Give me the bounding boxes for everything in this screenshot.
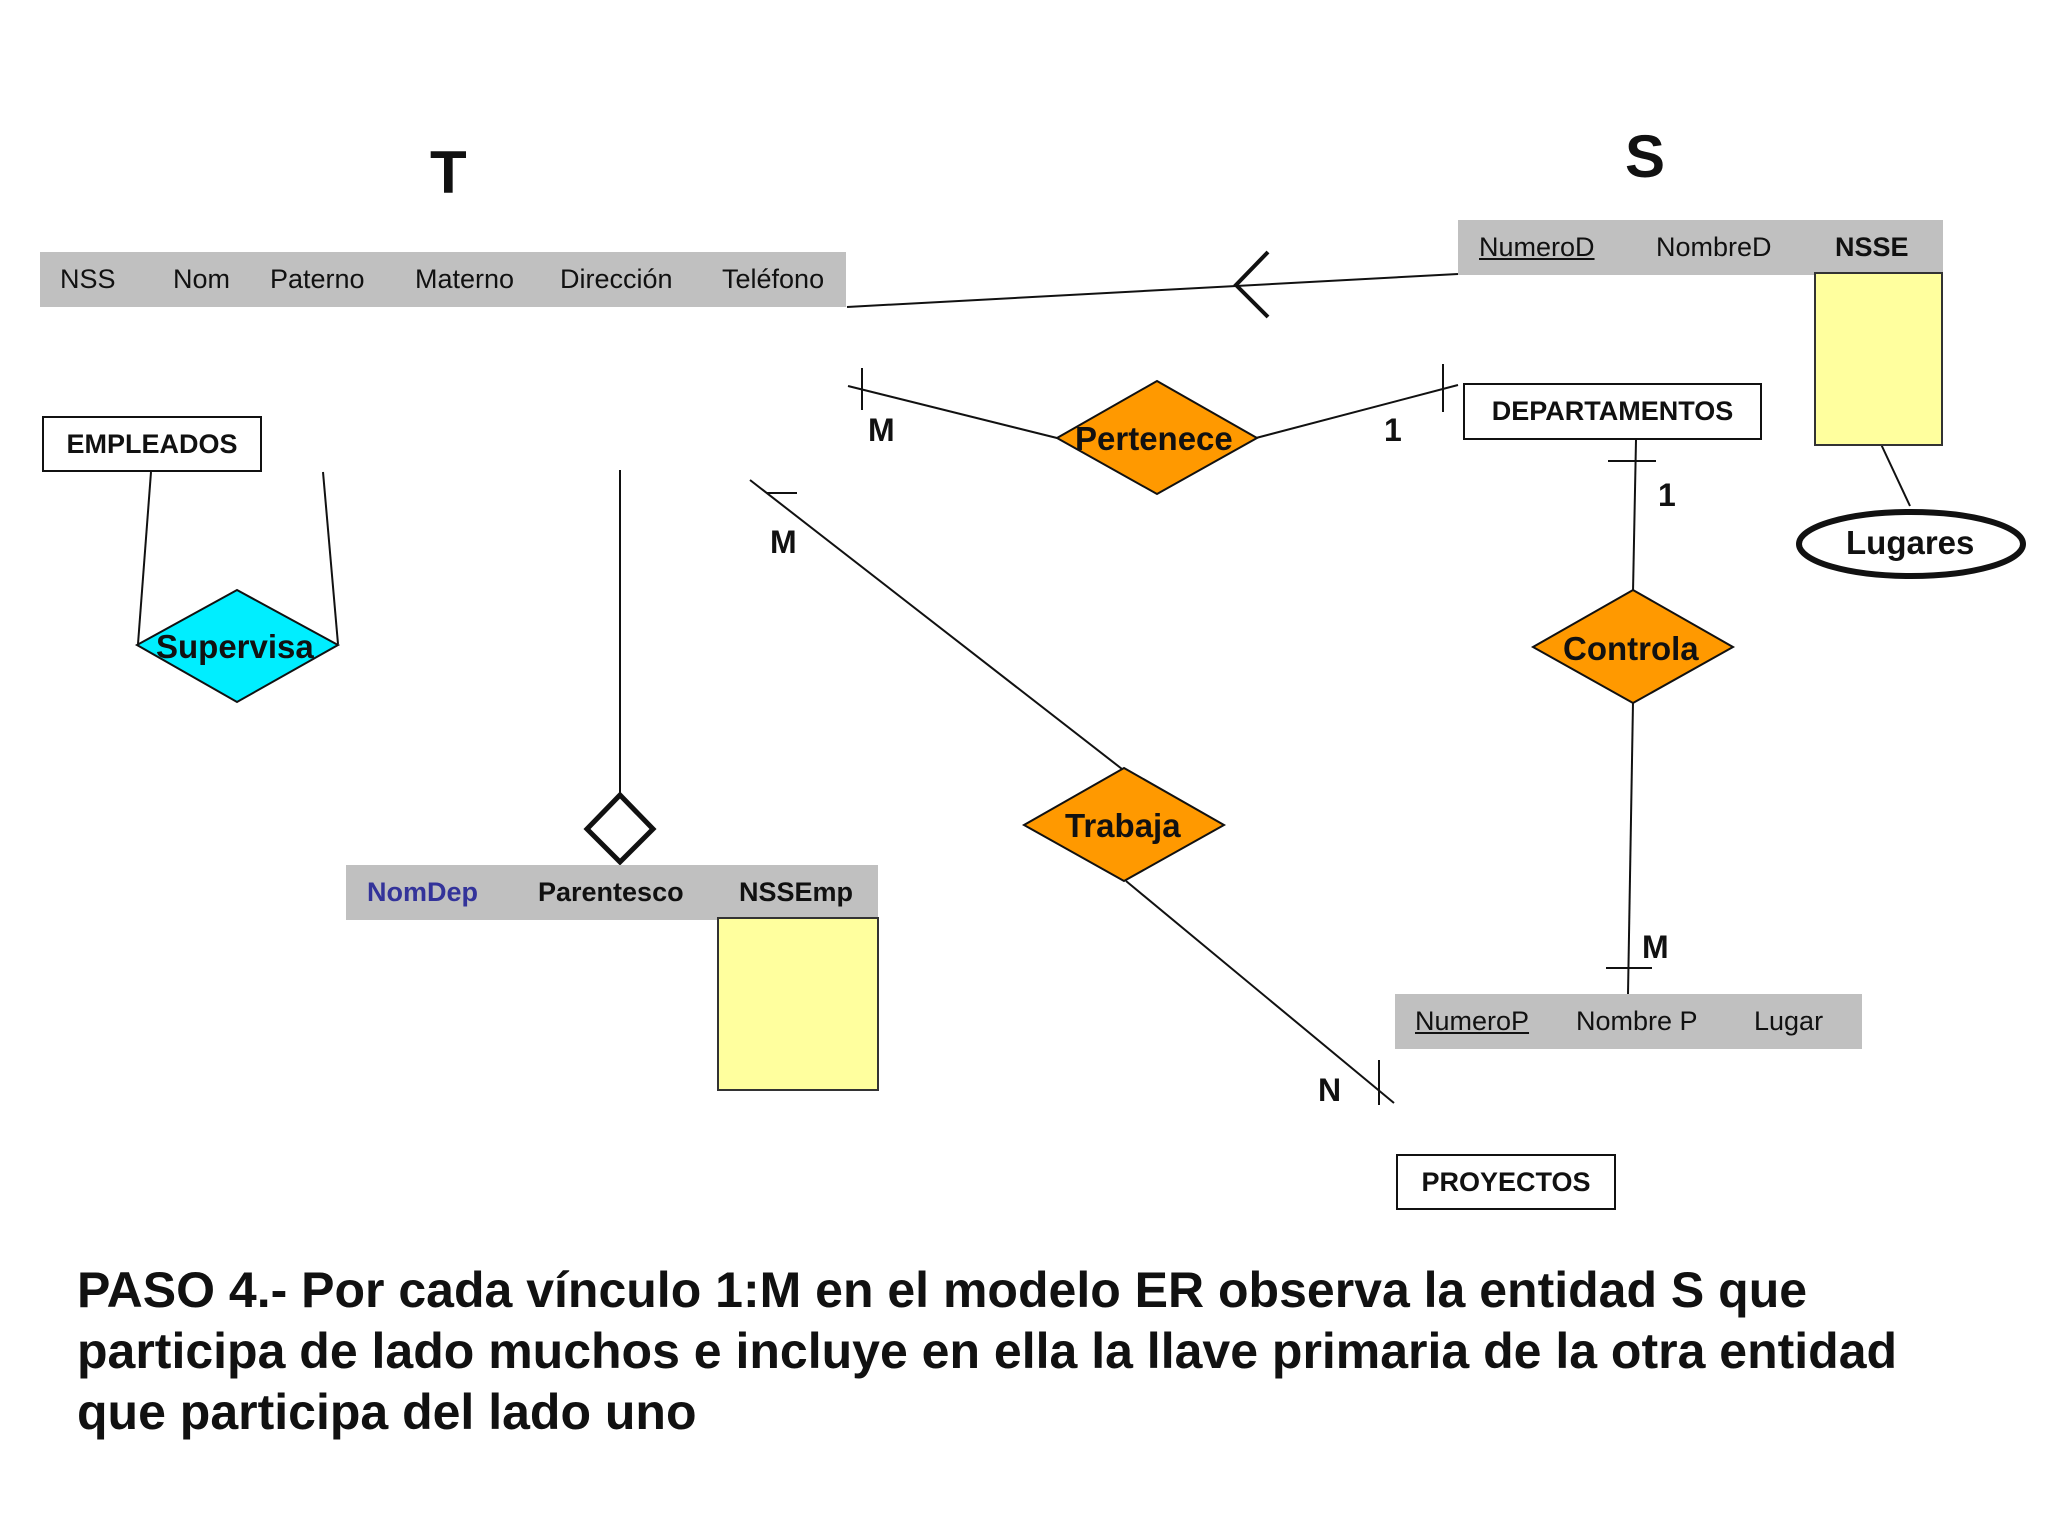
caption-text: PASO 4.- Por cada vínculo 1:M en el mode… <box>77 1262 1898 1440</box>
attr-nss: NSS <box>60 264 116 294</box>
supervisa-diamond <box>134 588 341 704</box>
attr-numerod: NumeroD <box>1479 232 1595 262</box>
supervisa-label: Supervisa <box>156 628 314 665</box>
controla-label: Controla <box>1563 630 1699 667</box>
attr-parentesco: Parentesco <box>538 877 684 907</box>
attr-nomdep: NomDep <box>367 877 479 907</box>
controla-card-1: 1 <box>1658 477 1676 513</box>
attr-materno: Materno <box>415 264 515 294</box>
attr-nssemp: NSSEmp <box>739 877 854 907</box>
attr-nombrep: Nombre P <box>1576 1006 1698 1036</box>
attr-direccion: Dirección <box>560 264 673 294</box>
trabaja-label: Trabaja <box>1065 807 1181 844</box>
weak-entity-diamond <box>583 791 657 866</box>
empleados-departamentos-line <box>846 273 1459 308</box>
attr-paterno: Paterno <box>270 264 365 294</box>
title-s: S <box>1625 123 1666 190</box>
nssemp-yellow-box <box>717 917 879 1091</box>
attr-nom: Nom <box>173 264 231 294</box>
pertenece-right-line <box>1255 384 1459 439</box>
title-t: T <box>430 139 467 206</box>
entity-empleados: EMPLEADOS <box>42 416 262 472</box>
attr-telefono: Teléfono <box>722 264 825 294</box>
controla-top-line <box>1632 439 1637 593</box>
trabaja-bottom-line <box>1125 880 1395 1104</box>
nsse-yellow-box <box>1814 272 1943 446</box>
empleados-attribute-bar: NSS Nom Paterno Materno Dirección Teléfo… <box>40 252 846 307</box>
controla-diamond <box>1530 588 1736 705</box>
trabaja-top-line <box>749 479 1123 770</box>
attr-nombred: NombreD <box>1656 232 1772 262</box>
crow-foot-arrow <box>1233 250 1270 319</box>
dependientes-attribute-bar: NomDep Parentesco NSSEmp <box>346 865 878 920</box>
pertenece-card-m: M <box>868 412 895 448</box>
departamentos-attribute-bar: NumeroD NombreD NSSE <box>1458 220 1943 275</box>
controla-bottom-line <box>1627 701 1634 995</box>
proyectos-attribute-bar: NumeroP Nombre P Lugar <box>1395 994 1862 1049</box>
attr-numerop: NumeroP <box>1415 1006 1530 1036</box>
pertenece-card-1: 1 <box>1384 412 1402 448</box>
attr-nsse: NSSE <box>1835 232 1909 262</box>
controla-card-m: M <box>1642 929 1669 965</box>
entity-departamentos: DEPARTAMENTOS <box>1463 383 1762 440</box>
attr-lugar: Lugar <box>1754 1006 1824 1036</box>
trabaja-diamond <box>1021 766 1227 883</box>
lugares-label: Lugares <box>1846 524 1975 561</box>
pertenece-left-line <box>847 385 1058 439</box>
supervisa-right-line <box>322 471 339 645</box>
pertenece-diamond <box>1054 379 1260 496</box>
trabaja-card-m: M <box>770 524 797 560</box>
entity-proyectos: PROYECTOS <box>1396 1154 1616 1210</box>
lugares-ellipse <box>1796 509 2026 579</box>
trabaja-card-n: N <box>1318 1072 1342 1108</box>
supervisa-left-line <box>137 471 152 645</box>
pertenece-label: Pertenece <box>1075 420 1233 457</box>
lugares-line <box>1879 441 1911 507</box>
